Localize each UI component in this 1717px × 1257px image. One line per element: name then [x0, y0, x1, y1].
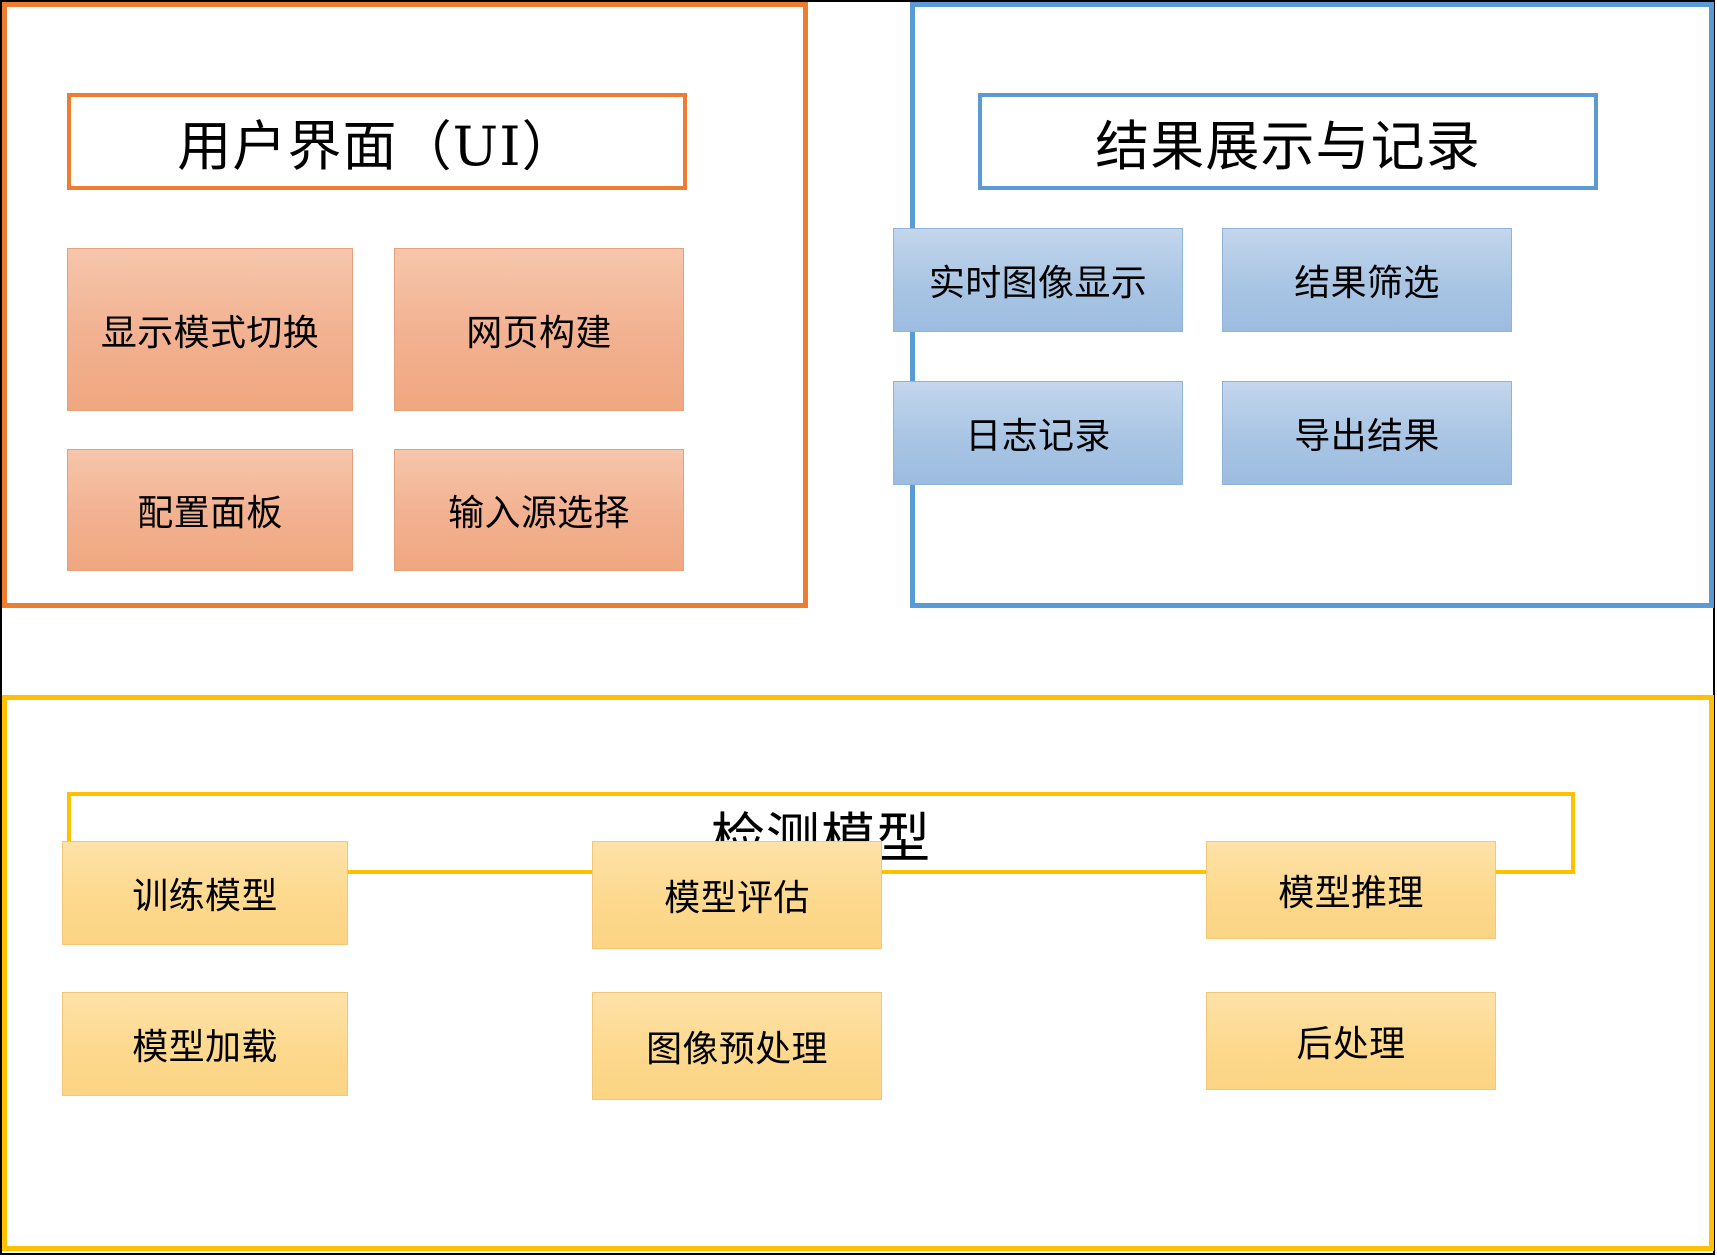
- node-model-inference[interactable]: 模型推理: [1206, 841, 1496, 939]
- node-image-preprocess[interactable]: 图像预处理: [592, 992, 882, 1100]
- panel-model: [2, 695, 1714, 1251]
- node-label: 模型加载: [132, 1027, 278, 1068]
- node-web-page-build[interactable]: 网页构建: [394, 248, 684, 411]
- node-label: 图像预处理: [646, 1029, 828, 1070]
- node-train-model[interactable]: 训练模型: [62, 841, 348, 945]
- node-logging[interactable]: 日志记录: [893, 381, 1183, 485]
- node-input-source-select[interactable]: 输入源选择: [394, 449, 684, 571]
- node-label: 日志记录: [965, 416, 1111, 457]
- node-label: 训练模型: [132, 876, 278, 917]
- node-label: 实时图像显示: [928, 263, 1148, 304]
- node-label: 网页构建: [466, 312, 612, 354]
- node-display-mode-switch[interactable]: 显示模式切换: [67, 248, 353, 411]
- node-export-result[interactable]: 导出结果: [1222, 381, 1512, 485]
- node-config-panel[interactable]: 配置面板: [67, 449, 353, 571]
- node-model-load[interactable]: 模型加载: [62, 992, 348, 1096]
- panel-ui: [2, 2, 808, 608]
- node-label: 显示模式切换: [100, 312, 320, 354]
- panel-result-title: 结果展示与记录: [978, 93, 1598, 190]
- node-model-evaluation[interactable]: 模型评估: [592, 841, 882, 949]
- node-label: 配置面板: [137, 493, 283, 534]
- node-label: 结果筛选: [1294, 263, 1440, 304]
- node-realtime-image-display[interactable]: 实时图像显示: [893, 228, 1183, 332]
- node-label: 模型推理: [1278, 873, 1424, 914]
- panel-ui-title: 用户界面（UI）: [67, 93, 687, 190]
- node-label: 后处理: [1296, 1024, 1406, 1065]
- node-postprocess[interactable]: 后处理: [1206, 992, 1496, 1090]
- node-label: 模型评估: [664, 878, 810, 919]
- node-label: 导出结果: [1294, 416, 1440, 457]
- node-result-filter[interactable]: 结果筛选: [1222, 228, 1512, 332]
- node-label: 输入源选择: [448, 493, 630, 534]
